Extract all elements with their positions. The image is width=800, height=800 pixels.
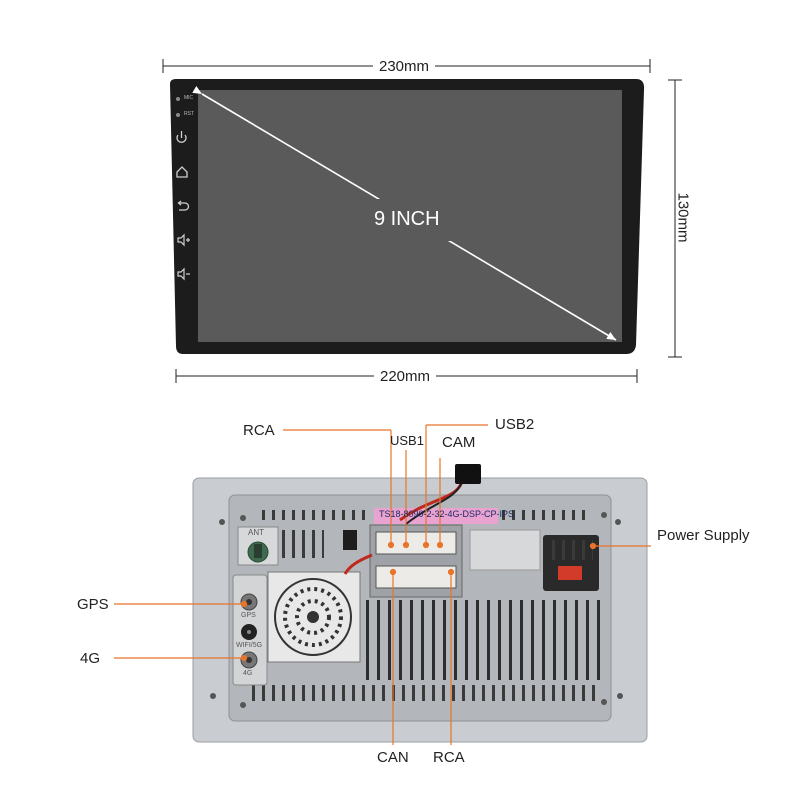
ant-label: ANT [248, 528, 264, 537]
callout-usb2: USB2 [495, 416, 535, 433]
power-icon [176, 131, 187, 143]
wifi-port-label: WIFI/5G [236, 642, 263, 649]
callout-lines [114, 424, 651, 745]
screen-size-label: 9 INCH [374, 208, 440, 230]
mic-label: MIC [184, 95, 194, 101]
rst-label: RST [184, 111, 194, 117]
rear-panel [192, 464, 648, 743]
head-unit-front [170, 79, 645, 354]
height-label: 130mm [675, 186, 692, 249]
callout-rca-top: RCA [243, 422, 275, 439]
bottom-width-label: 220mm [374, 369, 437, 384]
gps-port-label: GPS [241, 612, 256, 619]
callout-power-supply: Power Supply [657, 527, 750, 544]
back-icon [177, 200, 190, 211]
callout-cam: CAM [442, 434, 476, 451]
top-width-label: 230mm [373, 59, 436, 74]
callout-4g: 4G [80, 650, 101, 667]
home-icon [176, 166, 188, 178]
fourg-port-label: 4G [243, 670, 253, 677]
model-sticker: TS18-8090-2-32-4G-DSP-CP-IPS [379, 509, 515, 519]
volume-up-icon [177, 233, 190, 247]
callout-rca-bottom: RCA [433, 749, 465, 766]
callout-gps: GPS [77, 596, 109, 613]
callout-usb1: USB1 [390, 433, 424, 448]
callout-can: CAN [377, 749, 409, 766]
volume-down-icon [177, 267, 190, 281]
